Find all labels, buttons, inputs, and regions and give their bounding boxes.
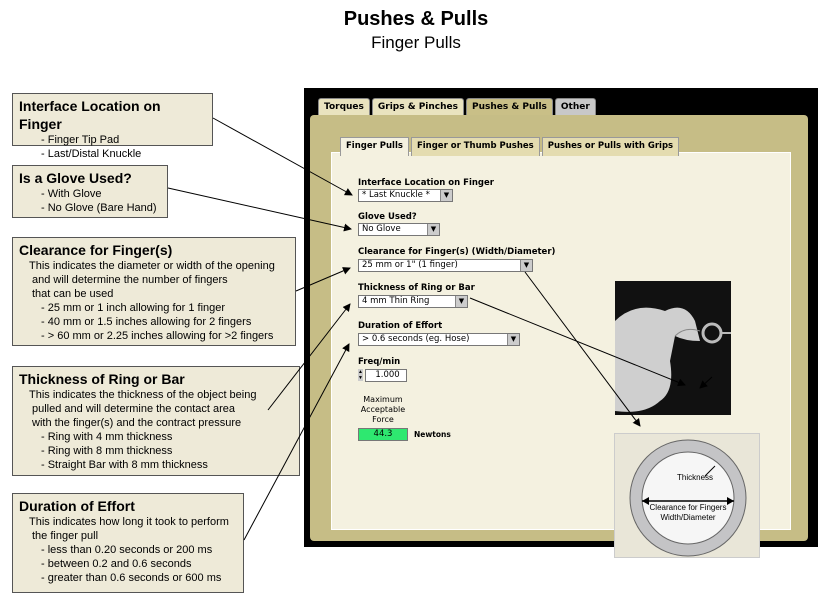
- callout-item: - Ring with 8 mm thickness: [41, 445, 173, 457]
- interface-dropdown[interactable]: * Last Knuckle * ▼: [358, 189, 453, 202]
- callout-desc: pulled and will determine the contact ar…: [32, 403, 236, 415]
- dropdown-value: * Last Knuckle *: [362, 190, 430, 200]
- tab-other[interactable]: Other: [554, 98, 596, 115]
- dropdown-value: 4 mm Thin Ring: [362, 296, 430, 306]
- callout-desc: This indicates the diameter or width of …: [29, 260, 275, 272]
- interface-label: Interface Location on Finger: [358, 178, 494, 188]
- freq-label: Freq/min: [358, 357, 401, 367]
- callout-desc: that can be used: [32, 288, 114, 300]
- force-label-line: Maximum: [363, 395, 403, 404]
- dropdown-value: > 0.6 seconds (eg. Hose): [362, 334, 470, 344]
- callout-glove: Is a Glove Used? - With Glove - No Glove…: [12, 165, 168, 218]
- app-window: Torques Grips & Pinches Pushes & Pulls O…: [304, 88, 818, 558]
- thickness-dropdown[interactable]: 4 mm Thin Ring ▼: [358, 295, 468, 308]
- callout-desc: and will determine the number of fingers: [32, 274, 228, 286]
- callout-duration: Duration of Effort This indicates how lo…: [12, 493, 244, 593]
- callout-clearance: Clearance for Finger(s) This indicates t…: [12, 237, 296, 346]
- page-title: Pushes & Pulls: [343, 8, 489, 30]
- duration-label: Duration of Effort: [358, 321, 443, 331]
- callout-desc: This indicates the thickness of the obje…: [29, 389, 257, 401]
- subtab-pushes-pulls-grips[interactable]: Pushes or Pulls with Grips: [541, 137, 680, 156]
- ring-diagram-svg: [629, 439, 747, 557]
- callout-heading: Clearance for Finger(s): [19, 242, 173, 258]
- finger-pull-photo: [615, 281, 731, 415]
- force-label-line: Acceptable: [360, 405, 406, 414]
- duration-dropdown[interactable]: > 0.6 seconds (eg. Hose) ▼: [358, 333, 520, 346]
- callout-desc: with the finger(s) and the contract pres…: [32, 417, 242, 429]
- callout-heading: Thickness of Ring or Bar: [19, 371, 185, 387]
- freq-input[interactable]: 1.000: [365, 369, 407, 382]
- chevron-down-icon[interactable]: ▼: [520, 260, 532, 271]
- chevron-down-icon[interactable]: ▼: [455, 296, 467, 307]
- sub-tabs: Finger Pulls Finger or Thumb Pushes Push…: [340, 137, 680, 156]
- callout-item: - Straight Bar with 8 mm thickness: [41, 459, 208, 471]
- thickness-caption: Thickness: [677, 473, 714, 482]
- callout-item: - between 0.2 and 0.6 seconds: [41, 558, 192, 570]
- callout-desc: the finger pull: [32, 530, 99, 542]
- clearance-caption: Clearance for Fingers Width/Diameter: [639, 503, 737, 523]
- callout-item: - Finger Tip Pad: [41, 134, 120, 146]
- callout-heading: Interface Location on Finger: [19, 98, 161, 132]
- glove-label: Glove Used?: [358, 212, 417, 222]
- force-value: 44.3: [358, 428, 408, 441]
- subtab-panel: Interface Location on Finger * Last Knuc…: [331, 152, 791, 558]
- hand-image: [615, 307, 731, 412]
- clearance-dropdown[interactable]: 25 mm or 1" (1 finger) ▼: [358, 259, 533, 272]
- force-unit: Newtons: [414, 430, 451, 439]
- callout-item: - With Glove: [41, 188, 102, 200]
- callout-item: - Last/Distal Knuckle: [41, 148, 142, 160]
- tab-panel: Interface Location on Finger * Last Knuc…: [310, 115, 808, 558]
- callout-thickness: Thickness of Ring or Bar This indicates …: [12, 366, 300, 476]
- callout-heading: Is a Glove Used?: [19, 170, 132, 186]
- page-subtitle: Finger Pulls: [371, 33, 461, 52]
- callout-heading: Duration of Effort: [19, 498, 135, 514]
- subtab-finger-pulls[interactable]: Finger Pulls: [340, 137, 409, 156]
- callout-item: - less than 0.20 seconds or 200 ms: [41, 544, 213, 556]
- chevron-down-icon[interactable]: ▼: [440, 190, 452, 201]
- tab-torques[interactable]: Torques: [318, 98, 370, 115]
- tab-grips-pinches[interactable]: Grips & Pinches: [371, 98, 465, 115]
- callout-item: - > 60 mm or 2.25 inches allowing for >2…: [41, 330, 274, 342]
- main-tabs: Torques Grips & Pinches Pushes & Pulls O…: [318, 98, 596, 115]
- dropdown-value: No Glove: [362, 224, 401, 234]
- callout-item: - 25 mm or 1 inch allowing for 1 finger: [41, 302, 226, 314]
- ring-diagram: Thickness Clearance for Fingers Width/Di…: [614, 433, 760, 558]
- chevron-down-icon[interactable]: ▼: [507, 334, 519, 345]
- callout-desc: This indicates how long it took to perfo…: [29, 516, 229, 528]
- callout-item: - No Glove (Bare Hand): [41, 202, 157, 214]
- dropdown-value: 25 mm or 1" (1 finger): [362, 260, 458, 270]
- glove-dropdown[interactable]: No Glove ▼: [358, 223, 440, 236]
- callout-item: - 40 mm or 1.5 inches allowing for 2 fin…: [41, 316, 252, 328]
- chevron-down-icon[interactable]: ▼: [427, 224, 439, 235]
- caption-line: Width/Diameter: [660, 513, 716, 522]
- force-label: Maximum Acceptable Force: [352, 395, 414, 425]
- tab-pushes-pulls[interactable]: Pushes & Pulls: [466, 98, 553, 115]
- thickness-label: Thickness of Ring or Bar: [358, 283, 475, 293]
- subtab-finger-thumb-pushes[interactable]: Finger or Thumb Pushes: [410, 137, 540, 156]
- force-label-line: Force: [372, 415, 394, 424]
- freq-stepper[interactable]: ▲▼: [358, 369, 363, 381]
- callout-item: - Ring with 4 mm thickness: [41, 431, 173, 443]
- callout-item: - greater than 0.6 seconds or 600 ms: [41, 572, 222, 584]
- clearance-label: Clearance for Finger(s) (Width/Diameter): [358, 247, 556, 257]
- caption-line: Clearance for Fingers: [649, 503, 727, 512]
- callout-interface: Interface Location on Finger - Finger Ti…: [12, 93, 213, 160]
